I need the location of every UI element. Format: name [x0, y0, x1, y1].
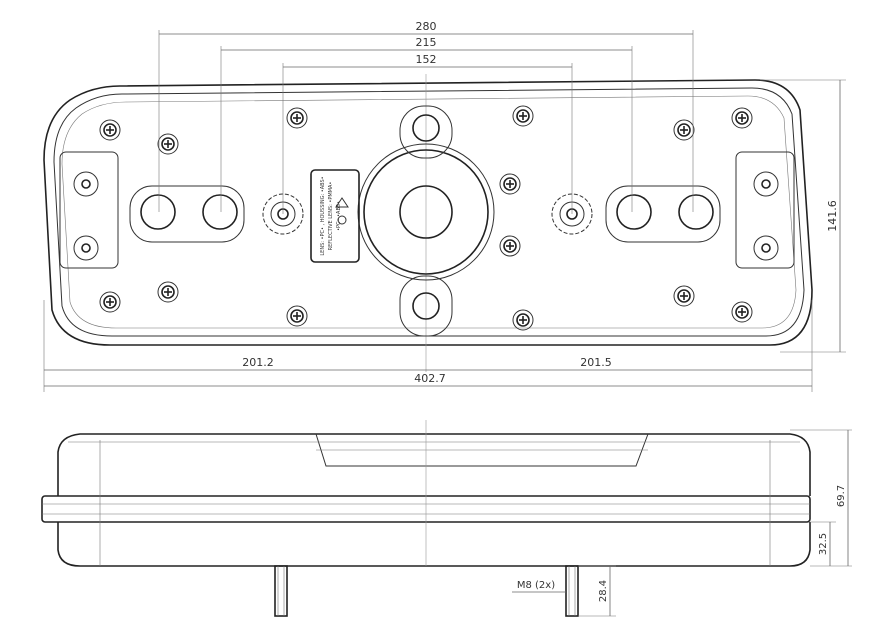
- center-boss: [363, 149, 489, 275]
- svg-text:69.7: 69.7: [836, 485, 847, 507]
- recycle-icon: [335, 197, 349, 208]
- screw-icon: [512, 309, 534, 331]
- dim-152: 152: [282, 53, 573, 214]
- screw-icon: [499, 173, 521, 195]
- dim-32-5: 32.5: [810, 521, 852, 567]
- material-label: LENS: •PC• , HOUSSING: •ABS• REFLECTIVE …: [310, 169, 360, 263]
- dim-215: 215: [220, 36, 633, 212]
- screw-icon: [99, 291, 121, 313]
- left-pocket: [59, 151, 119, 269]
- screws: [99, 105, 753, 331]
- upper-lug: [399, 105, 453, 159]
- housing-rim: [61, 95, 797, 329]
- screw-icon: [286, 107, 308, 129]
- screw-icon: [99, 119, 121, 141]
- lamp-socket-left: [129, 185, 245, 243]
- dim-201-5: 201.5: [580, 356, 612, 369]
- lower-lug-hole: [412, 292, 440, 320]
- svg-text:215: 215: [416, 36, 437, 49]
- dim-201-2: 201.2: [242, 356, 274, 369]
- side-body-top: [57, 433, 811, 496]
- svg-text:141.6: 141.6: [826, 200, 839, 232]
- dim-280: 280: [158, 20, 694, 212]
- center-hole: [399, 185, 453, 239]
- lamp-socket-right: [605, 185, 721, 243]
- screw-icon: [731, 301, 753, 323]
- screw-icon: [499, 235, 521, 257]
- dim-402-7: 402.7: [414, 372, 446, 385]
- dim-thread: M8 (2x): [512, 580, 566, 593]
- side-base: [57, 522, 811, 567]
- screw-icon: [157, 133, 179, 155]
- svg-text:32.5: 32.5: [818, 533, 829, 555]
- svg-text:28.4: 28.4: [598, 580, 609, 602]
- screw-icon: [512, 105, 534, 127]
- screw-icon: [673, 285, 695, 307]
- end-grommets: [73, 171, 779, 261]
- svg-text:280: 280: [416, 20, 437, 33]
- screw-icon: [157, 281, 179, 303]
- screw-icon: [673, 119, 695, 141]
- right-pocket: [735, 151, 795, 269]
- dim-halves: 201.2 201.5 402.7: [43, 300, 813, 392]
- marking-circle-icon: [337, 215, 347, 225]
- top-view: LENS: •PC• , HOUSSING: •ABS• REFLECTIVE …: [43, 20, 846, 392]
- housing-outline: [43, 79, 813, 346]
- svg-text:M8 (2x): M8 (2x): [517, 580, 555, 591]
- dim-28-4: 28.4: [578, 565, 616, 617]
- screw-icon: [286, 305, 308, 327]
- stud-right: [565, 565, 579, 617]
- dim-141-6: 141.6: [760, 79, 846, 353]
- screw-icon: [731, 107, 753, 129]
- dim-69-7: 69.7: [790, 429, 852, 566]
- housing-inner-outline: [53, 87, 805, 337]
- label-line-3: •PC• •ABS•: [336, 201, 342, 231]
- label-line-2: REFLECTIVE LENS: •PMMA•: [328, 182, 334, 251]
- svg-text:152: 152: [416, 53, 437, 66]
- upper-lug-hole: [412, 114, 440, 142]
- center-boss-outer: [357, 143, 495, 281]
- stud-left: [274, 565, 288, 617]
- side-view: M8 (2x) 28.4 32.5 69.7: [41, 420, 852, 617]
- label-line-1: LENS: •PC• , HOUSSING: •ABS•: [320, 176, 326, 255]
- lower-lug: [399, 275, 453, 337]
